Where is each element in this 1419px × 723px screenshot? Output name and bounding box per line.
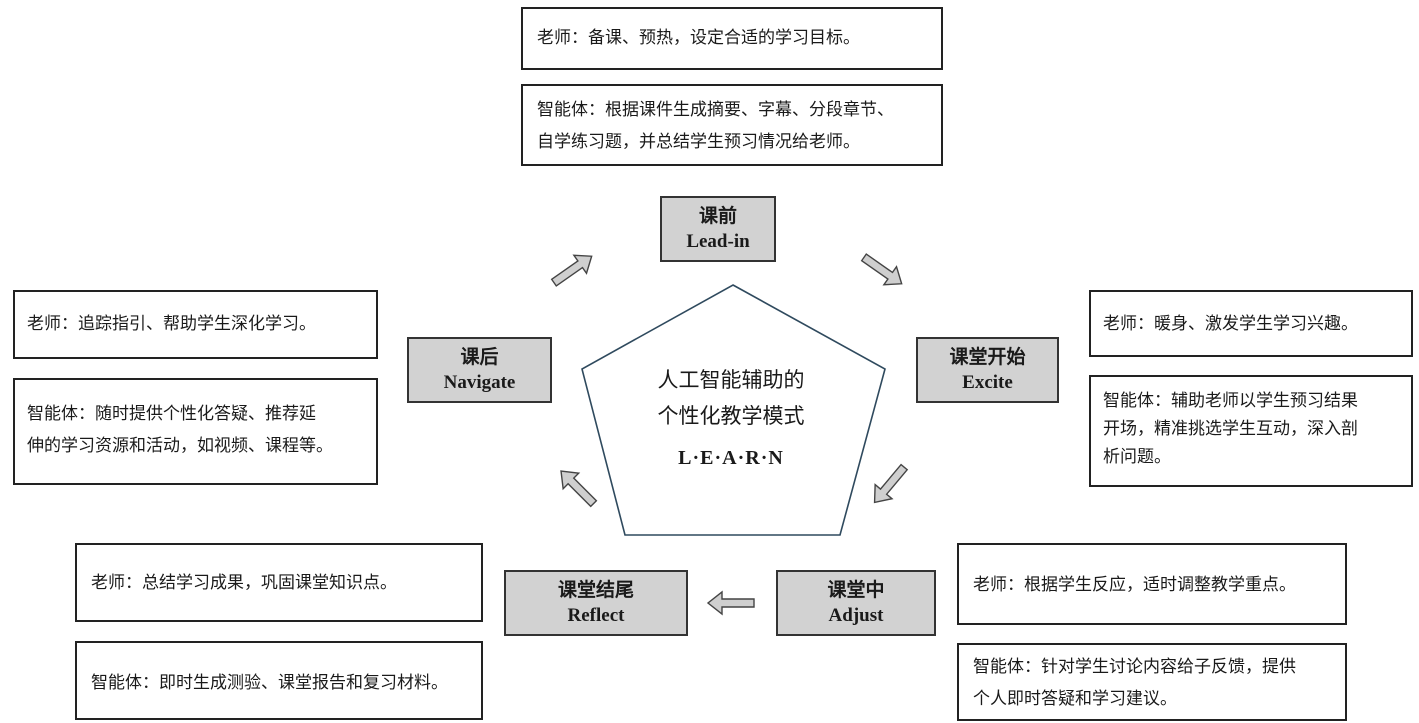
navigate-teacher-text: 老师：追踪指引、帮助学生深化学习。 bbox=[27, 314, 316, 334]
navigate-agent-line1: 智能体：随时提供个性化答疑、推荐延 bbox=[27, 404, 316, 424]
arrow-excite-to-adjust bbox=[873, 463, 909, 504]
navigate-agent-line2: 伸的学习资源和活动，如视频、课程等。 bbox=[27, 436, 333, 456]
stage-leadin-en: Lead-in bbox=[686, 231, 750, 252]
stage-adjust-en: Adjust bbox=[828, 605, 884, 626]
center-title-line2: 个性化教学模式 bbox=[657, 404, 805, 428]
stage-adjust: 课堂中 Adjust bbox=[776, 570, 936, 636]
center-title: 人工智能辅助的 个性化教学模式 L·E·A·R·N bbox=[606, 362, 856, 476]
navigate-agent-box: 智能体：随时提供个性化答疑、推荐延 伸的学习资源和活动，如视频、课程等。 bbox=[13, 378, 378, 485]
reflect-agent-text: 智能体：即时生成测验、课堂报告和复习材料。 bbox=[91, 673, 448, 693]
adjust-teacher-text: 老师：根据学生反应，适时调整教学重点。 bbox=[973, 575, 1296, 595]
reflect-agent-box: 智能体：即时生成测验、课堂报告和复习材料。 bbox=[75, 641, 483, 720]
stage-navigate: 课后 Navigate bbox=[407, 337, 552, 403]
navigate-teacher-box: 老师：追踪指引、帮助学生深化学习。 bbox=[13, 290, 378, 359]
adjust-agent-box: 智能体：针对学生讨论内容给子反馈，提供 个人即时答疑和学习建议。 bbox=[957, 643, 1347, 721]
center-title-line1: 人工智能辅助的 bbox=[657, 368, 805, 392]
arrow-adjust-to-reflect bbox=[706, 590, 755, 616]
excite-teacher-text: 老师：暖身、激发学生学习兴趣。 bbox=[1103, 314, 1358, 334]
stage-reflect-cn: 课堂结尾 bbox=[557, 579, 634, 601]
center-title-acronym: L·E·A·R·N bbox=[678, 447, 784, 469]
leadin-agent-box: 智能体：根据课件生成摘要、字幕、分段章节、 自学练习题，并总结学生预习情况给老师… bbox=[521, 84, 943, 166]
excite-agent-line2: 开场，精准挑选学生互动，深入剖 bbox=[1103, 419, 1358, 439]
reflect-teacher-box: 老师：总结学习成果，巩固课堂知识点。 bbox=[75, 543, 483, 622]
excite-teacher-box: 老师：暖身、激发学生学习兴趣。 bbox=[1089, 290, 1413, 357]
excite-agent-box: 智能体：辅助老师以学生预习结果 开场，精准挑选学生互动，深入剖 析问题。 bbox=[1089, 375, 1413, 487]
adjust-agent-line2: 个人即时答疑和学习建议。 bbox=[973, 689, 1177, 709]
stage-excite-en: Excite bbox=[962, 372, 1013, 393]
leadin-agent-line2: 自学练习题，并总结学生预习情况给老师。 bbox=[537, 132, 860, 152]
arrow-leadin-to-excite bbox=[860, 253, 903, 286]
excite-agent-line1: 智能体：辅助老师以学生预习结果 bbox=[1103, 391, 1358, 411]
stage-leadin: 课前 Lead-in bbox=[660, 196, 776, 262]
adjust-agent-line1: 智能体：针对学生讨论内容给子反馈，提供 bbox=[973, 657, 1296, 677]
center-pentagon bbox=[581, 284, 886, 536]
arrow-navigate-to-leadin bbox=[550, 254, 593, 287]
stage-navigate-cn: 课后 bbox=[460, 346, 499, 368]
stage-adjust-cn: 课堂中 bbox=[827, 579, 885, 601]
stage-excite: 课堂开始 Excite bbox=[916, 337, 1059, 403]
stage-reflect-en: Reflect bbox=[567, 605, 625, 626]
stage-reflect: 课堂结尾 Reflect bbox=[504, 570, 688, 636]
stage-navigate-en: Navigate bbox=[443, 372, 516, 393]
stage-leadin-cn: 课前 bbox=[698, 205, 737, 227]
reflect-teacher-text: 老师：总结学习成果，巩固课堂知识点。 bbox=[91, 573, 397, 593]
leadin-teacher-box: 老师：备课、预热，设定合适的学习目标。 bbox=[521, 7, 943, 70]
stage-excite-cn: 课堂开始 bbox=[949, 346, 1026, 368]
leadin-agent-line1: 智能体：根据课件生成摘要、字幕、分段章节、 bbox=[537, 100, 894, 120]
excite-agent-line3: 析问题。 bbox=[1103, 447, 1171, 467]
adjust-teacher-box: 老师：根据学生反应，适时调整教学重点。 bbox=[957, 543, 1347, 625]
arrow-reflect-to-navigate bbox=[560, 470, 598, 508]
leadin-teacher-text: 老师：备课、预热，设定合适的学习目标。 bbox=[537, 28, 860, 48]
